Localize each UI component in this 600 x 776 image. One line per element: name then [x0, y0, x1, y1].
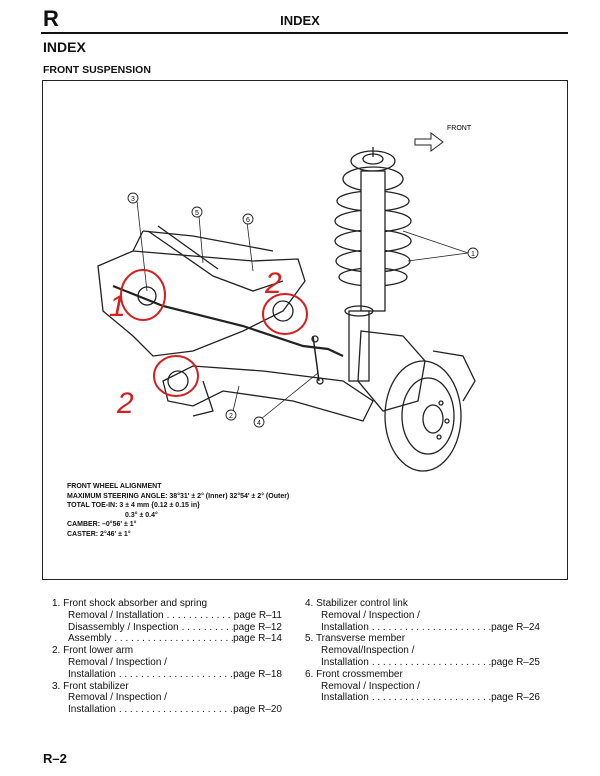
- index-entry-label: Removal / Inspection /: [321, 680, 420, 692]
- alignment-specs: FRONT WHEEL ALIGNMENT MAXIMUM STEERING A…: [67, 482, 289, 539]
- leader-dots: [116, 669, 233, 681]
- section-heading: FRONT SUSPENSION: [43, 64, 151, 76]
- alignment-toe: TOTAL TOE-IN: 3 ± 4 mm {0.12 ± 0.15 in}: [67, 502, 200, 509]
- section-letter: R: [43, 6, 59, 31]
- page-title: INDEX: [43, 39, 86, 55]
- front-arrow-icon: [414, 132, 444, 152]
- index-entry[interactable]: Installation page R–24: [305, 622, 540, 634]
- handwritten-mark-2a: 2: [264, 267, 282, 300]
- handwritten-mark-2b: 2: [116, 387, 134, 420]
- index-entry-page[interactable]: page R–26: [491, 692, 540, 704]
- index-entry-label: Removal / Inspection /: [68, 656, 167, 668]
- index-entry[interactable]: Removal / Installation page R–11: [52, 610, 282, 622]
- leader-dots: [369, 692, 491, 704]
- callout-1: 1: [471, 251, 475, 258]
- index-entry[interactable]: Removal / Inspection /: [305, 610, 540, 622]
- header-title: INDEX: [280, 13, 320, 28]
- header-rule: [41, 32, 568, 34]
- page-number: R–2: [43, 751, 67, 766]
- index-entry[interactable]: Assembly page R–14: [52, 633, 282, 645]
- leader-dots: [116, 704, 233, 716]
- index-entry[interactable]: Installation page R–26: [305, 692, 540, 704]
- index-entry[interactable]: Installation page R–20: [52, 704, 282, 716]
- index-entry-label: Assembly: [68, 633, 112, 645]
- index-entry-page[interactable]: page R–12: [233, 621, 282, 633]
- index-entry-label: Installation: [321, 692, 369, 704]
- callout-2: 2: [229, 413, 233, 420]
- annotation-circle-2a: [262, 293, 308, 335]
- callout-5: 5: [195, 210, 199, 217]
- index-entry-label: Installation: [68, 668, 116, 680]
- index-entry-label: Removal / Inspection /: [68, 692, 167, 704]
- index-item-title: 6. Front crossmember: [305, 668, 403, 680]
- index-item-title: 1. Front shock absorber and spring: [52, 598, 208, 609]
- callout-3: 3: [131, 196, 135, 203]
- callout-6: 6: [246, 217, 250, 224]
- index-entry-page[interactable]: page R–20: [233, 704, 282, 716]
- index-entry-label: Installation: [321, 656, 369, 668]
- index-entry-label: Removal / Installation: [68, 609, 164, 621]
- index-entry-label: Disassembly / Inspection: [68, 621, 179, 633]
- leader-dots: [369, 657, 491, 669]
- alignment-caster: CASTER: 2°46' ± 1°: [67, 530, 131, 538]
- callout-4: 4: [257, 420, 261, 427]
- index-entry-page[interactable]: page R–24: [491, 621, 540, 633]
- leader-dots: [179, 622, 233, 634]
- index-entry-label: Installation: [68, 704, 116, 716]
- alignment-camber: CAMBER: –0°56' ± 1°: [67, 521, 137, 528]
- alignment-toe-deg: 0.3° ± 0.4°: [125, 511, 158, 519]
- index-entry[interactable]: Installation page R–25: [305, 657, 540, 669]
- handwritten-mark-1: 1: [109, 290, 126, 323]
- index-item-title: 4. Stabilizer control link: [305, 598, 408, 609]
- index-entry[interactable]: Installation page R–18: [52, 669, 282, 681]
- leader-dots: [164, 610, 234, 622]
- leader-dots: [369, 622, 491, 634]
- index-entry-page[interactable]: page R–14: [233, 633, 282, 645]
- suspension-diagram: 1 2 2 3 5 6 2 4 1 FRONT: [97, 125, 479, 472]
- index-item-title: 2. Front lower arm: [52, 645, 134, 657]
- index-entry-label: Installation: [321, 621, 369, 633]
- annotation-circle-1: [120, 269, 166, 321]
- index-entry-page[interactable]: page R–11: [233, 609, 282, 621]
- suspension-figure: 1 2 2 3 5 6 2 4 1 FRONT FRONT WHEEL ALIG…: [42, 80, 568, 580]
- leader-dots: [111, 633, 233, 645]
- index-entry[interactable]: Disassembly / Inspection page R–12: [52, 622, 282, 634]
- index-entry-label: Removal/Inspection /: [321, 645, 415, 657]
- alignment-steering: MAXIMUM STEERING ANGLE: 38°31' ± 2° (Inn…: [67, 492, 290, 500]
- index-entry-label: Removal / Inspection /: [321, 609, 420, 621]
- index-entry[interactable]: Removal / Inspection /: [305, 681, 540, 693]
- annotation-circle-2b: [153, 355, 199, 397]
- index-item-title: 3. Front stabilizer: [52, 680, 129, 692]
- index-entry[interactable]: Removal / Inspection /: [52, 657, 282, 669]
- index-entry[interactable]: Removal / Inspection /: [52, 692, 282, 704]
- alignment-title: FRONT WHEEL ALIGNMENT: [67, 483, 162, 490]
- index-entry-page[interactable]: page R–18: [233, 668, 282, 680]
- index-entry-page[interactable]: page R–25: [491, 656, 540, 668]
- index-entry[interactable]: Removal/Inspection /: [305, 645, 540, 657]
- front-label: FRONT: [447, 125, 472, 132]
- index-item-title: 5. Transverse member: [305, 633, 406, 645]
